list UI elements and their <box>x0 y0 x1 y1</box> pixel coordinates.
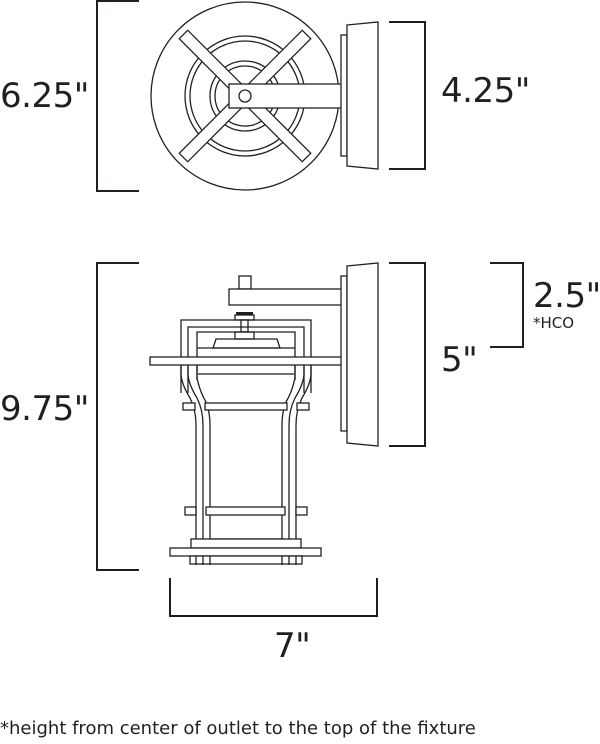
footnote: *height from center of outlet to the top… <box>0 718 476 739</box>
finial <box>238 275 252 290</box>
glass-left <box>196 365 211 565</box>
band-lower-right-tab <box>295 506 308 516</box>
backplate-flange <box>340 34 348 157</box>
label-hco-note: *HCO <box>533 314 575 332</box>
cap-dome <box>212 338 281 349</box>
side-backplate-flange <box>340 275 348 432</box>
side-backplate <box>346 262 379 447</box>
base-upper <box>190 538 302 549</box>
band-upper-right-tab <box>296 402 310 411</box>
dimension-bracket-backplate <box>389 21 426 170</box>
connector-band <box>236 312 253 315</box>
label-side-height: 9.75" <box>0 389 89 429</box>
glass-right <box>281 365 296 565</box>
dimension-bracket-height <box>96 262 139 571</box>
cage-leg-right-outer <box>295 365 312 565</box>
cage-leg-right-inner <box>288 365 305 565</box>
cage-top-inner <box>196 331 296 380</box>
label-top-diameter: 6.25" <box>0 76 89 116</box>
mounting-plate <box>149 356 345 366</box>
stem <box>240 319 249 333</box>
label-hco-value: 2.5" <box>533 276 600 316</box>
band-lower <box>205 506 286 516</box>
dimension-bracket-hco <box>490 262 524 348</box>
connector <box>234 314 255 321</box>
cage-leg-left-outer <box>180 365 197 565</box>
side-view <box>96 262 524 617</box>
band-upper <box>204 402 288 411</box>
finial-circle <box>238 89 252 103</box>
top-view <box>96 0 426 192</box>
cage-leg-left-inner <box>187 365 204 565</box>
dimension-bracket-backplate-side <box>389 262 426 447</box>
band-lower-left-tab <box>184 506 197 516</box>
base-lower <box>189 555 303 565</box>
side-arm <box>228 288 343 306</box>
base-plate <box>169 547 322 557</box>
label-top-backplate: 4.25" <box>441 71 530 111</box>
label-side-backplate: 5" <box>441 340 478 380</box>
label-width: 7" <box>274 626 311 666</box>
dimension-bracket-width <box>169 578 378 617</box>
dimension-bracket-diameter <box>96 0 139 192</box>
stem-cap <box>234 331 255 340</box>
band-upper-left-tab <box>182 402 196 411</box>
backplate <box>346 21 379 170</box>
